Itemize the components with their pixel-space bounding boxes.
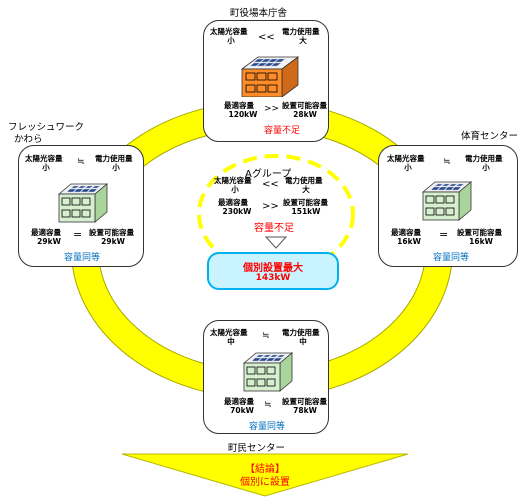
group-installable-value: 151kW [291, 207, 321, 216]
civic-center-power-label: 電力使用量 [282, 328, 320, 337]
group-power-label: 電力使用量 [285, 176, 323, 185]
civic-center-card: 太陽光容量 中 ≒ 電力使用量 中 最適容量 70kW ≒ 設置可能容量 78k… [203, 320, 329, 434]
gym-center-optimal-label: 最適容量 [391, 228, 421, 237]
town-hall-solar-level: 小 [227, 36, 235, 45]
civic-center-status: 容量同等 [248, 422, 285, 432]
gym-center-status: 容量同等 [432, 253, 469, 263]
group-installable-label: 設置可能容量 [283, 198, 328, 207]
group-result-pill: 個別設置最大 143kW [207, 252, 339, 290]
fresh-work-card: 太陽光容量 小 ≒ 電力使用量 小 最適容量 29kW = 設置可能容量 29k… [18, 145, 144, 267]
fresh-work-optimal-label: 最適容量 [31, 228, 61, 237]
fresh-work-installable-value: 29kW [101, 237, 125, 246]
group-pill-line2: 143kW [255, 273, 291, 283]
gym-center-compare-top: ≒ [443, 157, 451, 167]
fresh-work-title-line2: かわら [14, 134, 43, 145]
town-hall-installable-label: 設置可能容量 [282, 101, 327, 110]
town-hall-compare-bottom: >> [264, 104, 280, 114]
gym-center-solar-level: 小 [404, 163, 412, 172]
gym-center-installable-label: 設置可能容量 [457, 228, 502, 237]
fresh-work-power-label: 電力使用量 [95, 154, 133, 163]
green-building-icon [421, 181, 473, 221]
gym-center-power-level: 小 [482, 163, 490, 172]
group-compare-bottom: >> [262, 201, 279, 212]
civic-center-installable-label: 設置可能容量 [282, 397, 327, 406]
gym-center-solar-label: 太陽光容量 [387, 154, 425, 163]
conclusion-arrow [121, 453, 409, 497]
gym-center-compare-bottom: = [439, 228, 449, 241]
group-title: Aグループ [245, 169, 292, 180]
fresh-work-installable-label: 設置可能容量 [89, 228, 134, 237]
town-hall-solar-label: 太陽光容量 [210, 27, 248, 36]
green-building-icon [242, 352, 294, 392]
fresh-work-solar-level: 小 [42, 163, 50, 172]
group-dashed-ellipse [197, 154, 355, 274]
fresh-work-solar-label: 太陽光容量 [25, 154, 63, 163]
town-hall-optimal-label: 最適容量 [224, 101, 254, 110]
group-pill-line1: 個別設置最大 [243, 263, 303, 274]
town-hall-installable-value: 28kW [293, 110, 317, 119]
gym-center-title: 体育センター [461, 131, 519, 142]
fresh-work-compare-bottom: = [73, 228, 83, 241]
gym-center-card: 太陽光容量 小 ≒ 電力使用量 小 最適容量 16kW = 設置可能容量 16k… [378, 145, 518, 267]
group-optimal-value: 230kW [222, 207, 252, 216]
fresh-work-status: 容量同等 [63, 253, 100, 263]
town-hall-compare-top: << [258, 32, 275, 43]
civic-center-compare-top: ≒ [262, 331, 270, 341]
town-hall-optimal-value: 120kW [228, 110, 258, 119]
town-hall-power-label: 電力使用量 [282, 27, 320, 36]
civic-center-optimal-value: 70kW [230, 406, 254, 415]
fresh-work-optimal-value: 29kW [37, 237, 61, 246]
civic-center-compare-bottom: ≒ [264, 400, 272, 410]
group-status: 容量不足 [254, 223, 294, 234]
civic-center-installable-value: 78kW [293, 406, 317, 415]
fresh-work-power-level: 小 [112, 163, 120, 172]
civic-center-solar-level: 中 [227, 337, 235, 346]
town-hall-power-level: 大 [299, 36, 307, 45]
town-hall-status: 容量不足 [263, 126, 300, 136]
orange-building-icon [240, 56, 300, 97]
gym-center-power-label: 電力使用量 [465, 154, 503, 163]
group-solar-label: 太陽光容量 [214, 176, 252, 185]
green-building-icon [57, 183, 109, 223]
group-power-level: 大 [302, 185, 310, 194]
civic-center-power-level: 中 [299, 337, 307, 346]
town-hall-title: 町役場本庁舎 [230, 8, 288, 19]
fresh-work-title-line1: フレッシュワーク [8, 122, 85, 133]
group-compare-top: << [262, 179, 279, 190]
town-hall-card: 太陽光容量 小 << 電力使用量 大 最適容量 120kW >> 設置可能容量 … [203, 20, 329, 142]
fresh-work-compare-top: ≒ [77, 157, 85, 167]
conclusion-line2: 個別に設置 [240, 477, 290, 488]
civic-center-title: 町民センター [228, 443, 286, 454]
down-triangle-icon [265, 236, 287, 249]
civic-center-solar-label: 太陽光容量 [210, 328, 248, 337]
civic-center-optimal-label: 最適容量 [224, 397, 254, 406]
conclusion-line1: 【結論】 [245, 464, 285, 475]
gym-center-installable-value: 16kW [469, 237, 493, 246]
gym-center-optimal-value: 16kW [397, 237, 421, 246]
group-optimal-label: 最適容量 [218, 198, 248, 207]
group-solar-level: 小 [231, 185, 239, 194]
